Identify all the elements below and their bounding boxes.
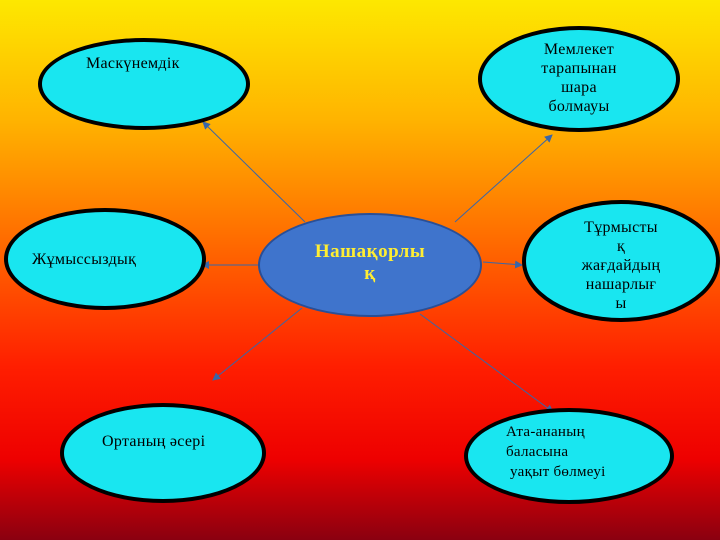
node-label: Жұмыссыздық bbox=[32, 251, 137, 268]
node-ata-ananyn: Ата-ананың баласына уақыт бөлмеуі bbox=[464, 408, 674, 504]
arrow-to-mid-right bbox=[482, 260, 523, 269]
arrow-to-bottom-left bbox=[212, 307, 303, 381]
node-turmystyq-zhagdai: Тұрмысты қ жағдайдың нашарлығ ы bbox=[522, 200, 720, 322]
node-label: Мемлекет тарапынан шара болмауы bbox=[541, 41, 617, 115]
center-node-nashaqorlyq: Нашақорлы қ bbox=[258, 213, 482, 317]
center-label: Нашақорлы қ bbox=[314, 241, 426, 284]
node-label: Тұрмысты қ жағдайдың нашарлығ ы bbox=[581, 219, 661, 312]
arrow-to-top-left bbox=[202, 121, 306, 223]
arrow-to-top-right bbox=[454, 134, 553, 223]
node-label: Ортаның әсері bbox=[102, 433, 206, 450]
node-label: Ата-ананың баласына уақыт бөлмеуі bbox=[506, 424, 606, 480]
node-maskunemdik: Маскүнемдік bbox=[38, 38, 250, 130]
node-zhumyssyzdyq: Жұмыссыздық bbox=[4, 208, 206, 310]
node-memleket-shara: Мемлекет тарапынан шара болмауы bbox=[478, 26, 680, 132]
arrow-to-bottom-right bbox=[419, 313, 554, 413]
node-label: Маскүнемдік bbox=[86, 55, 180, 72]
node-ortanyn-aseri: Ортаның әсері bbox=[60, 403, 266, 503]
